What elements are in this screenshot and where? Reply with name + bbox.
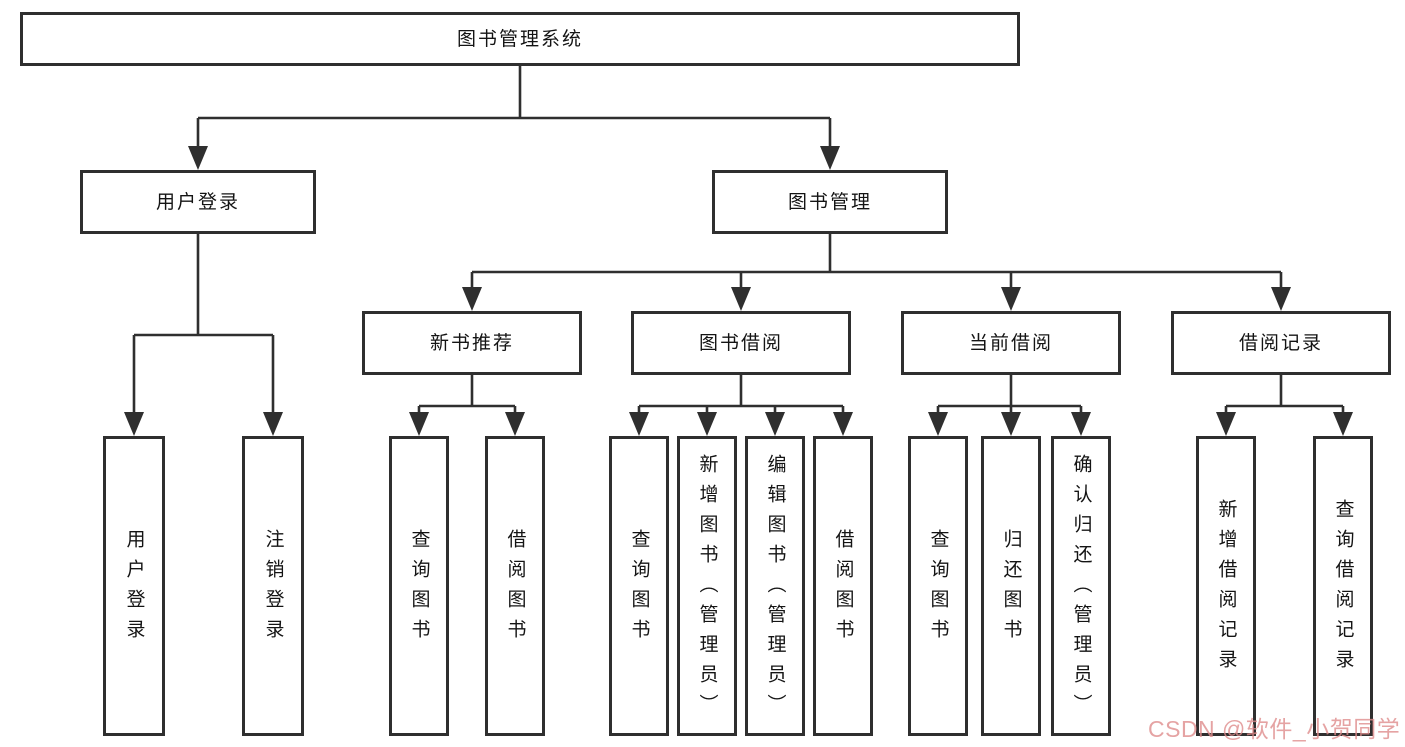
- leaf-add-books-admin: 新增图书（管理员）: [677, 436, 737, 736]
- node-current-borrowing: 当前借阅: [901, 311, 1121, 375]
- node-user-login: 用户登录: [80, 170, 316, 234]
- node-library-management-system: 图书管理系统: [20, 12, 1020, 66]
- leaf-query-books-recommend: 查询图书: [389, 436, 449, 736]
- node-book-borrowing: 图书借阅: [631, 311, 851, 375]
- watermark: CSDN @软件_小贺同学: [1148, 716, 1401, 742]
- node-borrowing-records: 借阅记录: [1171, 311, 1391, 375]
- leaf-query-books-current: 查询图书: [908, 436, 968, 736]
- node-new-book-recommendation: 新书推荐: [362, 311, 582, 375]
- node-book-management: 图书管理: [712, 170, 948, 234]
- leaf-query-books-borrow: 查询图书: [609, 436, 669, 736]
- leaf-confirm-return-admin: 确认归还（管理员）: [1051, 436, 1111, 736]
- leaf-borrow-books-recommend: 借阅图书: [485, 436, 545, 736]
- leaf-add-borrow-record: 新增借阅记录: [1196, 436, 1256, 736]
- arrowheads: [124, 146, 1353, 436]
- leaf-edit-books-admin: 编辑图书（管理员）: [745, 436, 805, 736]
- leaf-logout: 注销登录: [242, 436, 304, 736]
- leaf-borrow-books: 借阅图书: [813, 436, 873, 736]
- leaf-return-books: 归还图书: [981, 436, 1041, 736]
- leaf-user-login: 用户登录: [103, 436, 165, 736]
- leaf-query-borrow-record: 查询借阅记录: [1313, 436, 1373, 736]
